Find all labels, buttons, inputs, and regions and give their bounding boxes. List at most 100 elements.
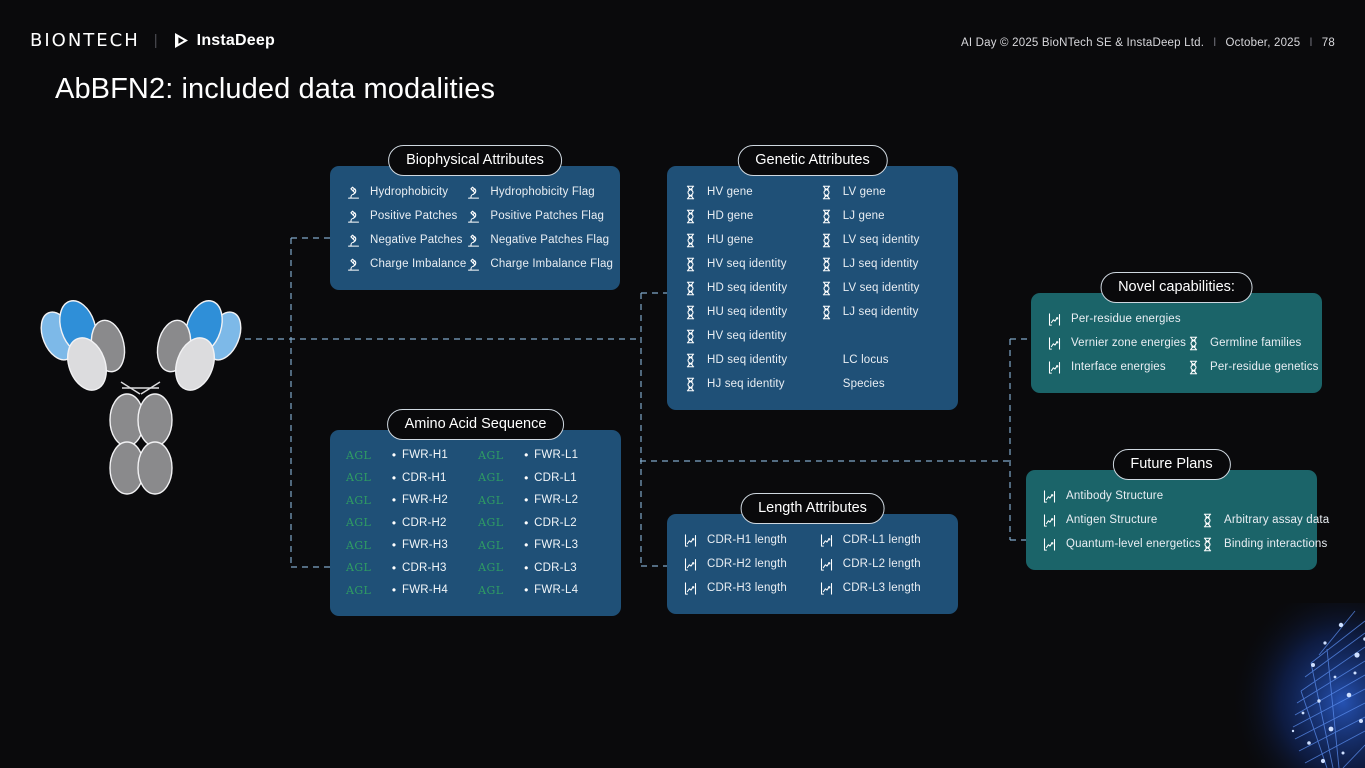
microscope-icon	[468, 258, 480, 271]
attribute-label: Positive Patches	[370, 210, 458, 222]
chart-icon	[820, 557, 832, 571]
agl-prefix: AGL	[346, 561, 372, 575]
dna-icon	[822, 233, 830, 247]
amino-acid-row: AGL•CDR-H3	[346, 557, 478, 580]
dna-icon	[686, 233, 695, 247]
chart-icon	[684, 557, 697, 571]
region-label: FWR-L2	[534, 494, 579, 507]
attribute-row: CDR-H1 length	[683, 528, 819, 552]
bullet-icon: •	[391, 583, 397, 598]
attribute-row: Per-residue energies	[1047, 307, 1186, 331]
dna-icon	[686, 185, 695, 199]
attribute-label: HD seq identity	[707, 282, 788, 294]
amino-acid-row: AGL•FWR-L1	[478, 444, 605, 467]
attribute-label: LC locus	[842, 354, 889, 366]
attribute-label: Arbitrary assay data	[1224, 514, 1330, 526]
attribute-label: LV seq identity	[842, 234, 920, 246]
agl-prefix: AGL	[478, 561, 504, 575]
amino-acid-row: AGL•CDR-L3	[478, 557, 605, 580]
attribute-label: Species	[842, 378, 885, 390]
copyright-text: AI Day © 2025 BioNTech SE & InstaDeep Lt…	[960, 37, 1205, 49]
attribute-row: HD seq identity	[683, 276, 819, 300]
group-title-novel-capabilities: Novel capabilities:	[1100, 272, 1253, 303]
dna-icon	[686, 281, 695, 295]
bullet-icon: •	[391, 560, 397, 575]
amino-acid-row: AGL•CDR-L1	[478, 467, 605, 490]
agl-prefix: AGL	[346, 448, 372, 462]
bullet-icon: •	[391, 515, 397, 530]
dna-icon	[822, 281, 830, 295]
attribute-label: Quantum-level energetics	[1066, 538, 1201, 550]
attribute-row: Binding interactions	[1200, 532, 1329, 556]
chart-icon	[684, 533, 697, 547]
attribute-label: HD seq identity	[707, 354, 788, 366]
attribute-row: Hydrophobicity Flag	[466, 180, 606, 204]
agl-prefix: AGL	[346, 583, 372, 597]
agl-prefix: AGL	[478, 516, 504, 530]
agl-prefix: AGL	[346, 471, 372, 485]
attribute-label: LV gene	[842, 186, 886, 198]
brand-header: BIONTECH | InstaDeep	[30, 30, 275, 51]
amino-acid-row: AGL•FWR-H3	[346, 534, 478, 557]
attribute-label: HU gene	[707, 234, 754, 246]
agl-prefix: AGL	[478, 493, 504, 507]
region-label: FWR-H3	[402, 539, 448, 552]
dna-icon	[1203, 513, 1212, 527]
agl-prefix: AGL	[346, 493, 372, 507]
amino-acid-row: AGL•CDR-H1	[346, 467, 478, 490]
attribute-label: Per-residue energies	[1071, 313, 1181, 325]
attribute-label: CDR-L2 length	[842, 558, 921, 570]
attribute-row: Interface energies	[1047, 355, 1186, 379]
attribute-label: CDR-L3 length	[842, 582, 921, 594]
attribute-row	[819, 324, 942, 348]
page-number: 78	[1321, 37, 1335, 49]
chart-icon	[1048, 336, 1061, 350]
bullet-icon: •	[391, 470, 397, 485]
group-title-length: Length Attributes	[740, 493, 885, 524]
group-title-genetic: Genetic Attributes	[737, 145, 888, 176]
region-label: FWR-L3	[534, 539, 579, 552]
attribute-label: HV seq identity	[707, 330, 787, 342]
microscope-icon	[468, 210, 480, 223]
dna-icon	[686, 377, 695, 391]
dna-icon	[822, 185, 830, 199]
region-label: FWR-H1	[402, 449, 448, 462]
bullet-icon: •	[524, 448, 529, 463]
dna-icon	[686, 305, 695, 319]
attribute-label: HV seq identity	[707, 258, 787, 270]
region-label: CDR-L3	[534, 561, 577, 574]
attribute-label: Binding interactions	[1224, 538, 1328, 550]
agl-prefix: AGL	[478, 471, 504, 485]
dna-icon	[686, 353, 695, 367]
attribute-label: Charge Imbalance	[370, 258, 467, 270]
attribute-label: Positive Patches Flag	[490, 210, 605, 222]
dna-icon	[686, 329, 695, 343]
bullet-icon: •	[524, 583, 529, 598]
header-date: October, 2025	[1225, 37, 1301, 49]
attribute-row: Charge Imbalance Flag	[466, 252, 613, 276]
attribute-row: CDR-L2 length	[819, 552, 942, 576]
dna-icon	[1203, 537, 1212, 551]
dna-icon	[686, 209, 695, 223]
attribute-row	[1186, 307, 1318, 331]
attribute-label: LJ seq identity	[842, 306, 919, 318]
attribute-row	[1200, 484, 1329, 508]
microscope-icon	[347, 210, 360, 223]
dna-icon	[822, 257, 830, 271]
bullet-icon: •	[524, 470, 529, 485]
attribute-row: CDR-H2 length	[683, 552, 819, 576]
biontech-logo: BIONTECH	[30, 30, 140, 51]
attribute-row: CDR-H3 length	[683, 576, 819, 600]
attribute-row: Vernier zone energies	[1047, 331, 1186, 355]
chart-icon	[1043, 513, 1056, 527]
chart-icon	[820, 533, 832, 547]
agl-prefix: AGL	[346, 538, 372, 552]
